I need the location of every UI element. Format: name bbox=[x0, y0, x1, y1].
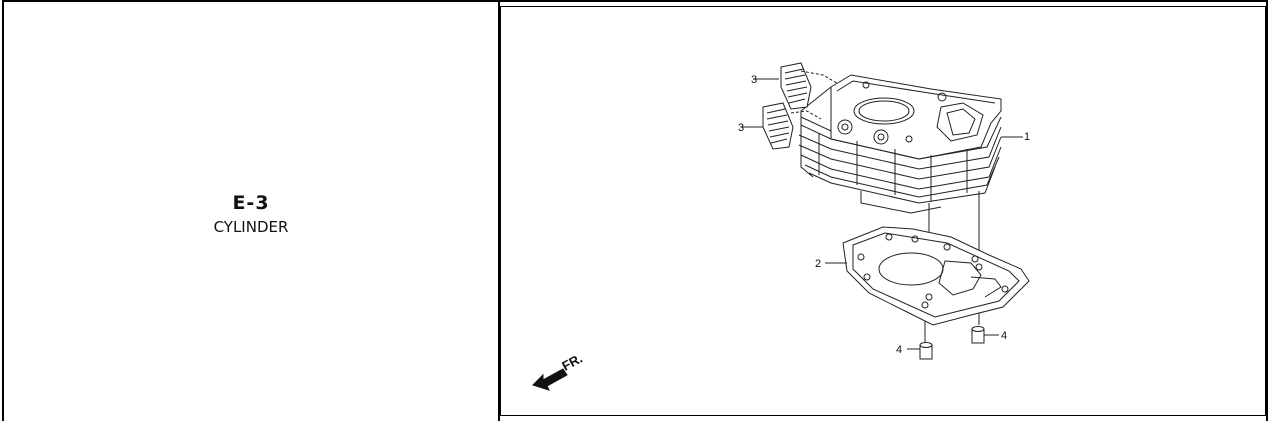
front-direction-arrow: FR. bbox=[532, 351, 585, 391]
callout-1: 1 bbox=[1024, 131, 1030, 143]
cylinder-part bbox=[798, 74, 1002, 214]
callout-4-right: 4 bbox=[1001, 330, 1007, 342]
dowel-pin-part bbox=[919, 326, 985, 360]
panel-divider bbox=[498, 2, 500, 421]
gasket-part bbox=[842, 226, 1030, 326]
callout-2: 2 bbox=[815, 258, 821, 270]
callout-4-left: 4 bbox=[896, 344, 902, 356]
section-title: CYLINDER bbox=[213, 218, 289, 236]
section-code: E-3 bbox=[232, 192, 270, 214]
rubber-damper-part bbox=[762, 62, 838, 150]
section-header-panel: E-3 CYLINDER bbox=[4, 2, 498, 421]
callout-3-upper: 3 bbox=[751, 74, 757, 86]
callout-3-lower: 3 bbox=[738, 122, 744, 134]
parts-diagram: 1 2 3 3 4 4 FR. bbox=[500, 6, 1266, 416]
